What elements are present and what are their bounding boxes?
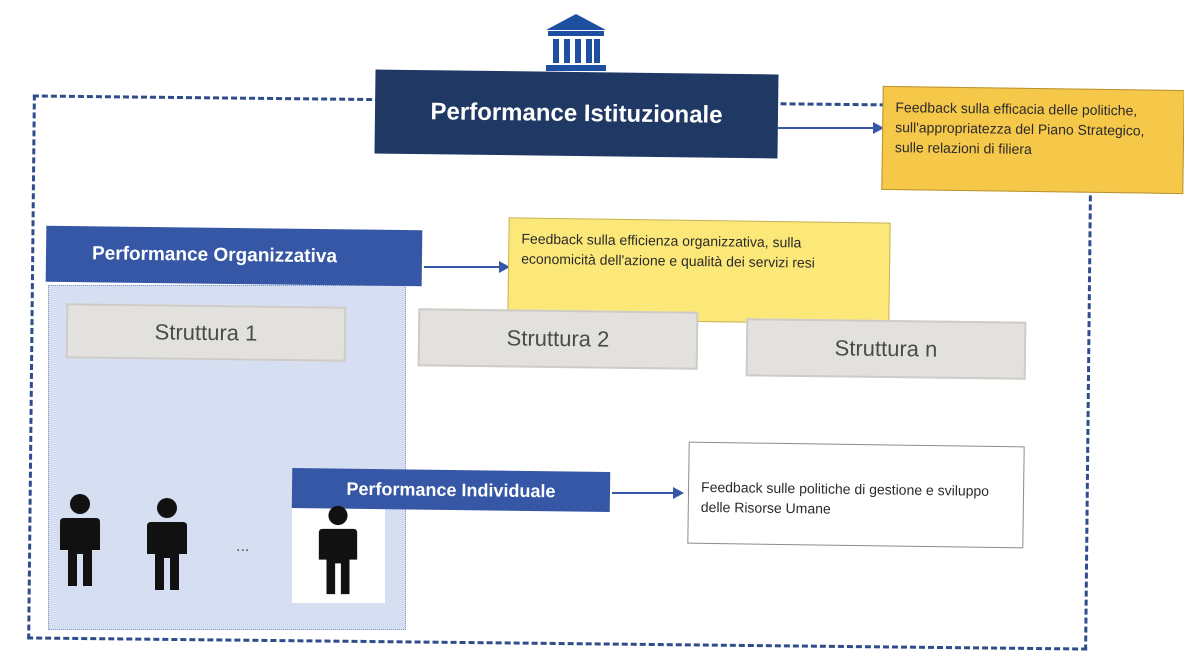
person-icon [60, 494, 100, 586]
institutional-performance-label: Performance Istituzionale [430, 98, 723, 129]
organizational-feedback-text: Feedback sulla efficienza organizzativa,… [521, 230, 815, 271]
individual-arrow [612, 487, 684, 499]
person-icon [318, 505, 358, 595]
organizational-performance-label: Performance Organizzativa [91, 243, 338, 268]
individual-performance-label: Performance Individuale [346, 478, 556, 501]
structure-2: Struttura 2 [417, 308, 699, 370]
institutional-performance-box: Performance Istituzionale [374, 69, 779, 159]
individual-feedback-text: Feedback sulle politiche di gestione e s… [700, 478, 990, 517]
structure-1: Struttura 1 [65, 303, 347, 362]
organizational-arrow [424, 261, 510, 273]
person-icon [147, 498, 187, 590]
organizational-feedback-note: Feedback sulla efficienza organizzativa,… [507, 217, 891, 325]
structure-1-label: Struttura 1 [154, 318, 258, 346]
structure-n: Struttura n [745, 318, 1027, 380]
organizational-performance-box: Performance Organizzativa [45, 225, 423, 287]
more-people-ellipsis: ... [236, 538, 250, 555]
structure-n-label: Struttura n [834, 335, 938, 362]
institutional-feedback-text: Feedback sulla efficacia delle politiche… [894, 99, 1145, 157]
institutional-feedback-note: Feedback sulla efficacia delle politiche… [881, 85, 1184, 195]
institutional-arrow [778, 122, 884, 134]
individual-feedback-note: Feedback sulle politiche di gestione e s… [687, 441, 1025, 549]
building-icon [546, 14, 606, 71]
structure-2-label: Struttura 2 [506, 325, 610, 352]
